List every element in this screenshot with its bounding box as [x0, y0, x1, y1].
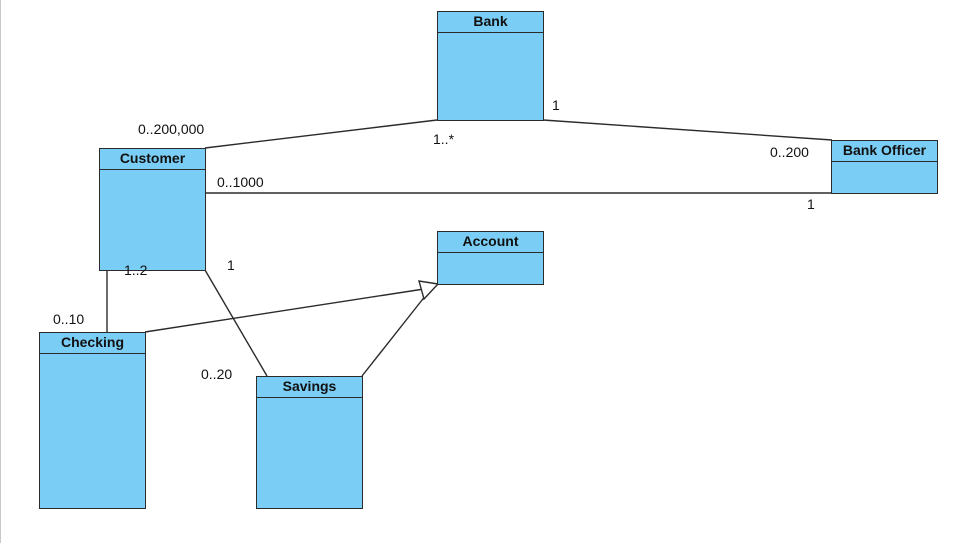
class-checking-name: Checking	[40, 333, 145, 354]
multiplicity-customer-bank-customer-end: 0..200,000	[138, 121, 205, 137]
multiplicity-bank-officer-bank-end: 1	[552, 97, 560, 113]
multiplicity-customer-checking-customer-end: 1..2	[124, 262, 148, 278]
class-savings[interactable]: Savings	[256, 376, 363, 509]
generalization-arrowhead	[418, 280, 440, 301]
generalization-checking-account[interactable]	[144, 288, 425, 333]
class-account-name: Account	[438, 232, 543, 253]
class-checking[interactable]: Checking	[39, 332, 146, 509]
generalization-savings-account[interactable]	[361, 294, 427, 377]
class-savings-name: Savings	[257, 377, 362, 398]
multiplicity-customer-officer-officer-end: 1	[807, 196, 815, 212]
association-customer-savings[interactable]	[204, 269, 268, 377]
association-customer-bank[interactable]	[204, 119, 438, 149]
class-customer[interactable]: Customer	[99, 148, 206, 271]
association-bank-officer[interactable]	[542, 119, 833, 141]
multiplicity-customer-officer-customer-end: 0..1000	[217, 174, 264, 190]
class-account[interactable]: Account	[437, 231, 544, 285]
multiplicity-customer-savings-savings-end: 0..20	[201, 366, 233, 382]
class-bank-officer-name: Bank Officer	[832, 141, 937, 162]
multiplicity-customer-bank-bank-end: 1..*	[433, 131, 455, 147]
multiplicity-customer-savings-customer-end: 1	[227, 257, 235, 273]
canvas-edge	[0, 0, 1, 543]
class-bank[interactable]: Bank	[437, 11, 544, 121]
class-customer-name: Customer	[100, 149, 205, 170]
class-bank-name: Bank	[438, 12, 543, 33]
multiplicity-bank-officer-officer-end: 0..200	[770, 144, 809, 160]
class-bank-officer[interactable]: Bank Officer	[831, 140, 938, 194]
multiplicity-customer-checking-checking-end: 0..10	[53, 311, 85, 327]
